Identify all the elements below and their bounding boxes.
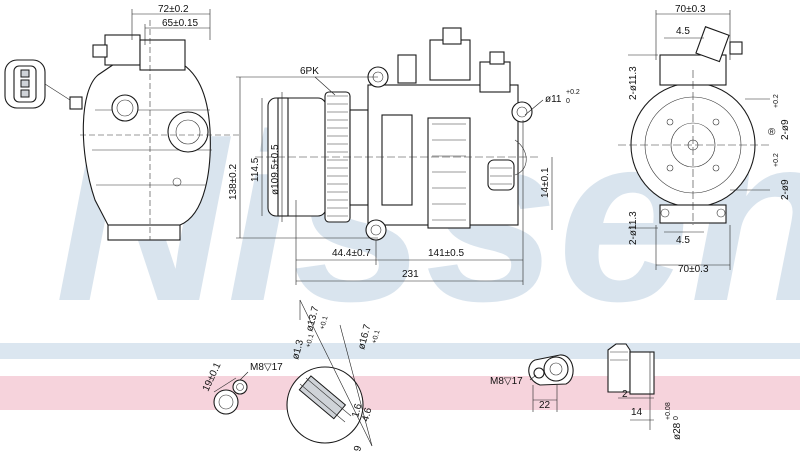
fitting-a-thread: M8▽17 [250, 362, 283, 373]
fitting-pad: ø13.7 +0.1 ø16.7 +0.1 ø1.3 +0.1 1.6 4.6 … [286, 299, 382, 453]
shaft-detail: 2 14 ø28 +0.08 0 [607, 343, 683, 440]
dim-138: 138±0.2 [228, 163, 239, 200]
dim-bore-bottom: 2-ø11.3 [628, 211, 639, 245]
shaft-len2: 14 [631, 407, 643, 418]
pad-d3-tol: +0.1 [305, 333, 315, 348]
dim-bore-9-top-tol: +0.2 [773, 94, 780, 108]
pad-d1-tol: +0.1 [319, 315, 329, 330]
fitting-high-pressure: M8▽17 22 [490, 354, 574, 412]
watermark-registered: ® [768, 127, 776, 138]
dim-hole-11-tol-top: +0.2 [566, 89, 580, 96]
dim-bore-9-top: 2-ø9 [780, 119, 791, 140]
dim-14: 14±0.1 [540, 167, 551, 198]
fitting-b-thread: M8▽17 [490, 376, 523, 387]
dim-4-5-top: 4.5 [676, 26, 690, 37]
dim-4-5-bottom: 4.5 [676, 235, 690, 246]
pink-band [0, 376, 800, 410]
pad-depth2: 4.6 [360, 406, 374, 423]
blue-band [0, 343, 800, 359]
front-view-dimensions: 6PK 138±0.2 114.5 ø109.5±0.5 ø11 +0.2 0 … [228, 66, 580, 285]
front-view [255, 27, 540, 241]
dim-44: 44.4±0.7 [332, 248, 371, 259]
side-view [80, 20, 240, 241]
shaft-len1: 2 [622, 389, 628, 400]
dim-114: 114.5 [250, 157, 261, 182]
dim-70-top: 70±0.3 [675, 4, 706, 15]
shaft-dia-tol2: 0 [673, 416, 680, 420]
connector-plug-detail [4, 59, 83, 110]
shaft-dia-tol: +0.08 [665, 402, 672, 420]
pad-depth1: 1.6 [350, 402, 364, 419]
dim-70-bottom: 70±0.3 [678, 264, 709, 275]
end-view-dimensions: 70±0.3 4.5 2-ø11.3 2-ø9 +0.2 2-ø9 +0.2 2… [628, 4, 791, 275]
pad-d2-tol: +0.1 [371, 329, 381, 344]
fitting-b-width: 22 [539, 400, 551, 411]
dim-72: 72±0.2 [158, 4, 189, 15]
pad-width: 9 [352, 444, 364, 453]
pad-d3: ø1.3 [290, 338, 306, 361]
shaft-dia: ø28 [672, 422, 683, 440]
dim-bore-9-mid: 2-ø9 [780, 179, 791, 200]
dim-141: 141±0.5 [428, 248, 465, 259]
label-6pk: 6PK [300, 66, 319, 77]
dim-65: 65±0.15 [162, 18, 199, 29]
dim-bore-9-mid-tol: +0.2 [773, 153, 780, 167]
end-view [618, 26, 770, 225]
dim-bore-top: 2-ø11.3 [628, 66, 639, 100]
dim-109: ø109.5±0.5 [270, 144, 281, 195]
dim-231: 231 [402, 269, 419, 280]
dim-hole-11-tol-bot: 0 [566, 98, 570, 105]
side-view-dimensions: 72±0.2 65±0.15 [131, 4, 211, 45]
dim-hole-11: ø11 [545, 94, 562, 105]
